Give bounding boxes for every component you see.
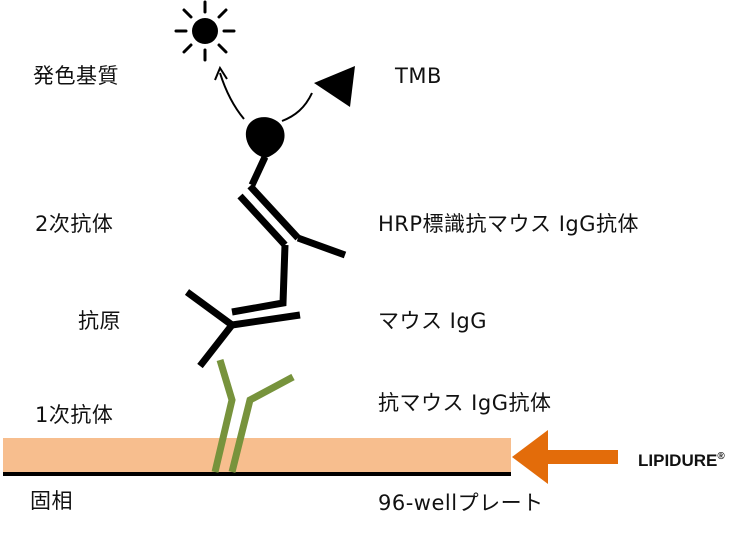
label-substrate: 発色基質 — [33, 64, 119, 88]
lipidure-name: LIPIDURE — [638, 451, 718, 470]
secondary-antibody — [237, 155, 347, 259]
label-solid-phase: 固相 — [30, 489, 73, 513]
antigen-igg — [184, 244, 301, 369]
label-mouse-igg: マウス IgG — [378, 309, 487, 333]
label-hrp-antibody: HRP標識抗マウス IgG抗体 — [378, 212, 640, 236]
label-plate: 96-wellプレート — [378, 491, 544, 515]
sun-icon — [174, 0, 236, 62]
lipidure-coating-layer — [3, 438, 511, 473]
reaction-arrowhead — [214, 65, 228, 81]
primary-antibody — [211, 358, 295, 473]
label-antigen: 抗原 — [78, 309, 121, 333]
lipidure-label: LIPIDURE® — [638, 447, 725, 471]
reaction-arrow — [219, 72, 245, 120]
arrow-left-icon — [512, 430, 618, 484]
triangle-icon — [314, 66, 355, 107]
label-secondary-antibody: 2次抗体 — [35, 212, 114, 236]
label-tmb: TMB — [395, 64, 442, 88]
substrate-curve — [281, 92, 313, 122]
hrp-drop-icon — [245, 117, 285, 158]
label-primary-antibody: 1次抗体 — [35, 403, 114, 427]
registered-mark: ® — [717, 451, 725, 462]
label-anti-mouse-igg: 抗マウス IgG抗体 — [378, 391, 552, 415]
